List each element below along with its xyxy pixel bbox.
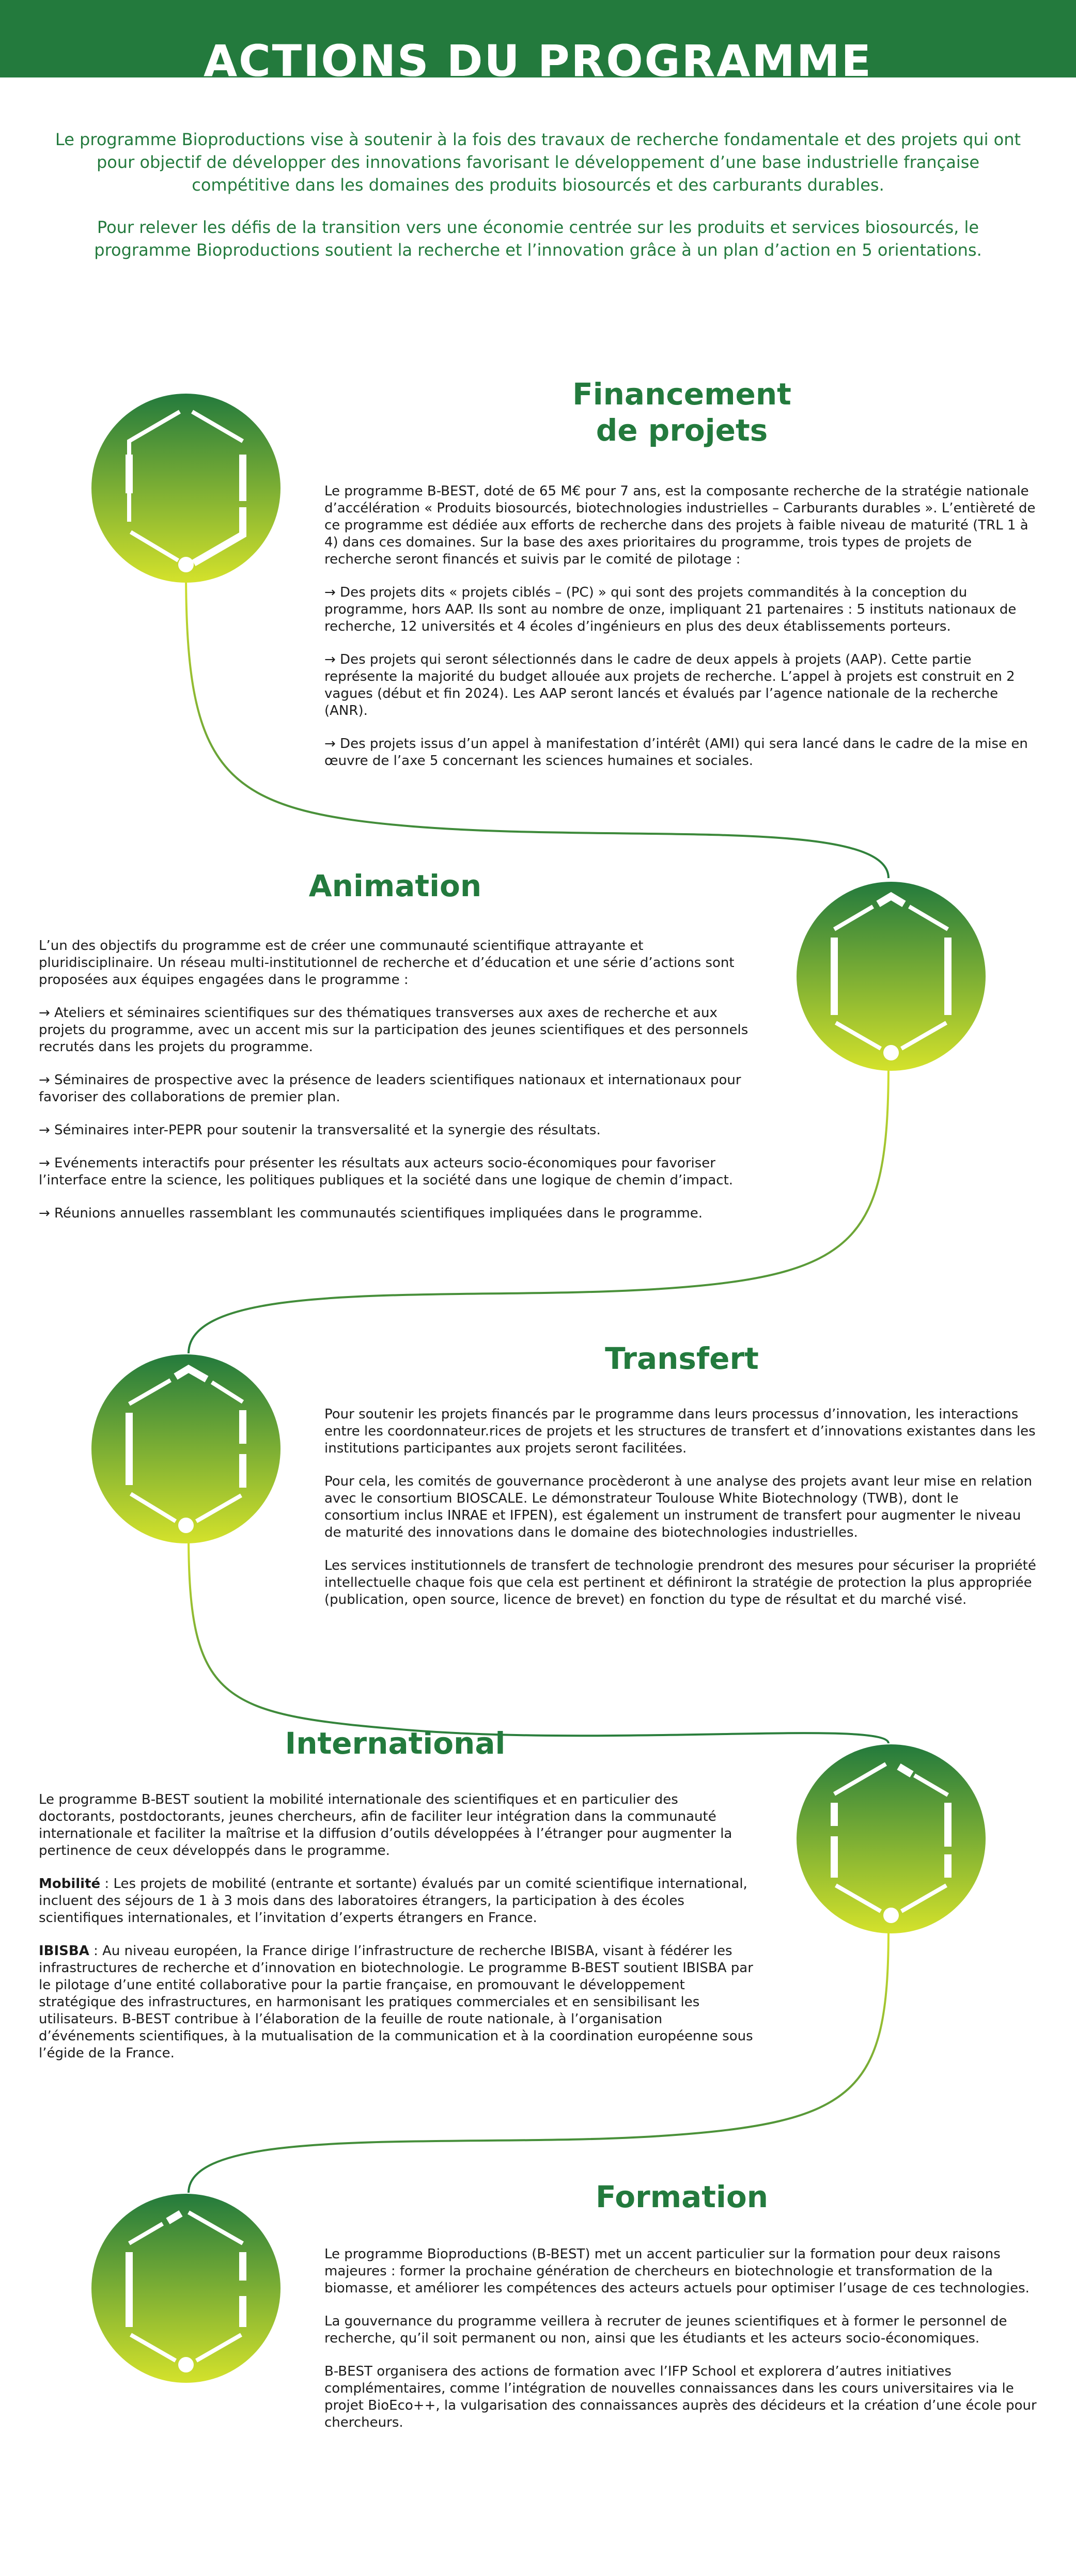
formation-paragraph: B-BEST organisera des actions de formati… bbox=[324, 2364, 1037, 2430]
animation-bullet: → Réunions annuelles rassemblant les com… bbox=[39, 1206, 703, 1221]
animation-bullet: → Séminaires inter-PEPR pour soutenir la… bbox=[39, 1122, 601, 1138]
formation-title: Formation bbox=[595, 2179, 769, 2214]
page-title: ACTIONS DU PROGRAMME bbox=[204, 36, 872, 86]
animation-paragraph: L’un des objectifs du programme est de c… bbox=[39, 938, 735, 988]
formation-paragraph: Le programme Bioproductions (B-BEST) met… bbox=[324, 2246, 1030, 2296]
international-paragraph: Le programme B-BEST soutient la mobilité… bbox=[39, 1792, 732, 1859]
transfert-paragraph: Les services institutionnels de transfer… bbox=[324, 1558, 1036, 1607]
animation-hexagon-icon bbox=[797, 882, 986, 1071]
connector-2 bbox=[188, 1064, 890, 1354]
intro-paragraph-1: Le programme Bioproductions vise à soute… bbox=[55, 130, 1021, 195]
header-band bbox=[0, 0, 1076, 77]
transfert-hexagon-icon bbox=[91, 1354, 280, 1543]
transfert-body: Pour soutenir les projets financés par l… bbox=[324, 1406, 1037, 1625]
financement-hexagon-icon bbox=[91, 394, 280, 583]
intro-paragraph-2: Pour relever les défis de la transition … bbox=[94, 217, 982, 260]
formation-paragraph: La gouvernance du programme veillera à r… bbox=[324, 2314, 1007, 2346]
ibisba-text: : Au niveau européen, la France dirige l… bbox=[39, 1943, 753, 2061]
international-paragraph-ibisba: IBISBA : Au niveau européen, la France d… bbox=[39, 1943, 757, 2062]
ibisba-lead: IBISBA bbox=[39, 1943, 89, 1959]
transfert-title: Transfert bbox=[605, 1341, 759, 1376]
international-paragraph-mobilite: Mobilité : Les projets de mobilité (entr… bbox=[39, 1876, 757, 1927]
animation-bullet: → Evénements interactifs pour présenter … bbox=[39, 1156, 734, 1188]
mobilite-lead: Mobilité bbox=[39, 1876, 101, 1892]
financement-bullet: → Des projets issus d’un appel à manifes… bbox=[324, 736, 1028, 769]
international-hexagon-icon bbox=[797, 1744, 986, 1933]
mobilite-text: : Les projets de mobilité (entrante et s… bbox=[39, 1876, 747, 1926]
financement-title: Financement de projets bbox=[572, 377, 791, 448]
financement-bullet: → Des projets dits « projets ciblés – (P… bbox=[324, 585, 1017, 634]
connector-1 bbox=[185, 570, 890, 879]
connector-4 bbox=[188, 1929, 890, 2193]
animation-body: L’un des objectifs du programme est de c… bbox=[39, 938, 757, 1238]
international-body: Le programme B-BEST soutient la mobilité… bbox=[39, 1791, 757, 2078]
international-title: International bbox=[285, 1726, 506, 1761]
animation-bullet: → Ateliers et séminaires scientifiques s… bbox=[39, 1005, 748, 1055]
transfert-paragraph: Pour cela, les comités de gouvernance pr… bbox=[324, 1474, 1033, 1540]
financement-paragraph: Le programme B-BEST, doté de 65 M€ pour … bbox=[324, 483, 1036, 567]
animation-title: Animation bbox=[308, 868, 482, 903]
financement-body: Le programme B-BEST, doté de 65 M€ pour … bbox=[324, 483, 1037, 786]
title-underbar bbox=[227, 77, 849, 88]
formation-body: Le programme Bioproductions (B-BEST) met… bbox=[324, 2246, 1037, 2447]
connector-3 bbox=[188, 1534, 890, 1744]
transfert-paragraph: Pour soutenir les projets financés par l… bbox=[324, 1407, 1036, 1456]
formation-hexagon-icon bbox=[91, 2194, 280, 2383]
financement-bullet: → Des projets qui seront sélectionnés da… bbox=[324, 652, 1015, 719]
animation-bullet: → Séminaires de prospective avec la prés… bbox=[39, 1072, 741, 1105]
